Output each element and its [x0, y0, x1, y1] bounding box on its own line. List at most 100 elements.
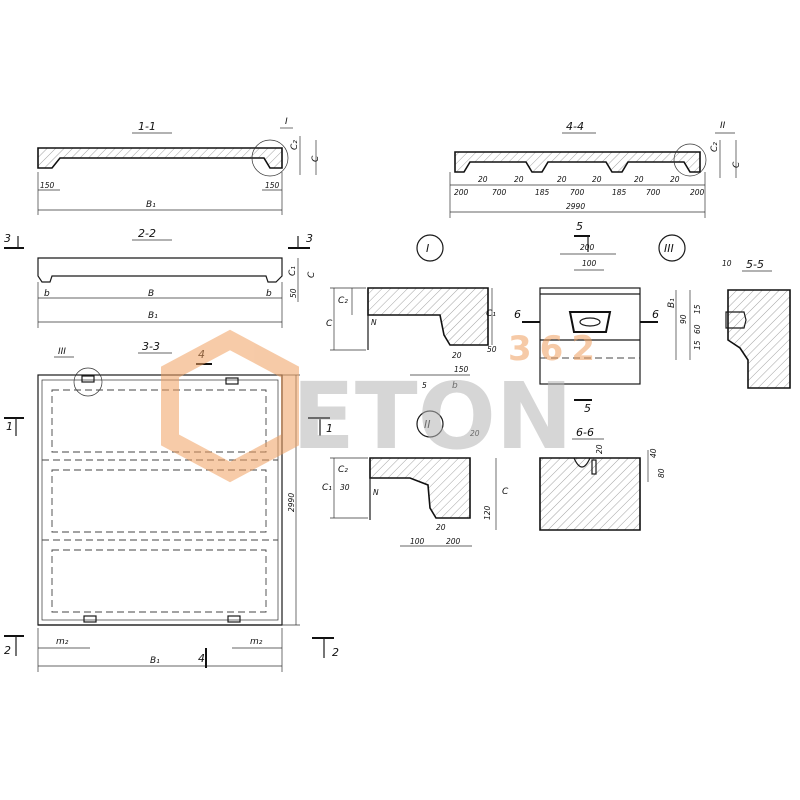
dim-200-center: 200 [580, 243, 595, 252]
cut-4-bottom-label: 4 [198, 652, 205, 665]
dim-30-detail-II: 30 [340, 483, 350, 492]
dim-5-detail-I: 5 [422, 381, 427, 390]
dim-200-a: 200 [454, 188, 469, 197]
dim-20-e: 20 [634, 175, 644, 184]
plan-outline [37, 374, 283, 626]
cut-5-top-label: 5 [576, 220, 583, 233]
cut-1-left-label: 1 [6, 420, 13, 433]
dim-50-2-2: 50 [289, 288, 298, 298]
dim-50-detail-I: 50 [487, 345, 497, 354]
dim-150-right: 150 [265, 181, 280, 190]
dim-20-a: 20 [478, 175, 488, 184]
dim-C1-detail-II: C₁ [322, 483, 332, 493]
dim-10-5-5: 10 [722, 259, 732, 268]
section-6-6: 6-6 20 40 80 [539, 426, 666, 531]
detail-5-5-profile [727, 289, 791, 389]
dim-m2-right: m₂ [250, 637, 263, 647]
dim-C-detail-II: C [502, 487, 509, 497]
slab-profile-1-1 [37, 147, 283, 169]
dim-B1-plan: B₁ [150, 656, 160, 666]
dim-C-4-4: C [732, 161, 742, 168]
dim-2990-plan: 2990 [287, 493, 296, 512]
dim-700-a: 700 [492, 188, 507, 197]
dim-C-1-1: C [311, 155, 321, 162]
break-mark-I: N [371, 318, 377, 327]
dim-200-detail-II: 200 [446, 537, 461, 546]
dim-m2-left: m₂ [56, 637, 69, 647]
dim-C2-detail-II: C₂ [338, 465, 348, 475]
detail-III-circle [73, 367, 103, 397]
callout-III-plan: III [58, 347, 66, 357]
slab-side-2-2 [37, 257, 283, 283]
section-4-4: 4-4 II 200 20 20 700 185 20 20 700 185 2… [449, 120, 742, 218]
lifting-loop-4 [227, 615, 241, 623]
dim-185-a: 185 [535, 188, 550, 197]
dim-90: 90 [679, 314, 688, 324]
dim-20-6-6: 20 [595, 444, 604, 454]
section-1-1: 1-1 I B₁ 150 150 C₂ C [37, 117, 321, 215]
cut-3-left-label: 3 [4, 232, 11, 245]
cut-6-right-label: 6 [652, 308, 659, 321]
section-2-2-title: 2-2 [138, 227, 156, 240]
watermark-sub: 362 [508, 329, 603, 369]
lifting-loop-2 [225, 377, 239, 385]
section-2-2: 2-2 b B b B₁ C₁ C 50 3 3 [4, 227, 317, 328]
detail-center: 5 200 100 6 6 5 [514, 220, 659, 415]
dim-700-c: 700 [646, 188, 661, 197]
dim-120-detail-II: 120 [483, 505, 492, 520]
void-2 [51, 469, 267, 533]
section-4-4-title: 4-4 [566, 120, 584, 133]
dim-40-6-6: 40 [649, 448, 658, 458]
dim-b-right: b [266, 289, 272, 299]
detail-II-profile [369, 457, 471, 519]
section-6-6-title: 6-6 [576, 426, 594, 439]
dim-C1-2-2: C₁ [288, 266, 298, 276]
detail-II-circle [673, 143, 707, 177]
detail-II: II C₁ C₂ 30 20 C 120 20 100 200 N [322, 410, 509, 547]
watermark: ETON 362 [161, 329, 603, 483]
dim-20-c: 20 [557, 175, 567, 184]
dim-20-b: 20 [514, 175, 524, 184]
dim-20-detail-I: 20 [452, 351, 462, 360]
dim-C-detail-I: C [326, 319, 333, 329]
callout-II-label: II [720, 121, 726, 131]
break-mark-II: N [373, 488, 379, 497]
dim-C1-detail-I: C₁ [486, 309, 496, 319]
dim-B1-1-1: B₁ [146, 200, 156, 210]
dim-20-d: 20 [592, 175, 602, 184]
detail-I: I C C₂ C₁ 50 20 150 5 b N [326, 234, 497, 391]
dim-C-2-2: C [307, 271, 317, 278]
dim-20-detail-II-top: 20 [470, 429, 480, 438]
embedded-part [568, 311, 612, 333]
cut-2-right-label: 2 [332, 646, 339, 659]
watermark-brand: ETON [292, 363, 573, 470]
detail-I-circle [251, 139, 289, 177]
dim-60: 60 [693, 324, 702, 334]
lifting-loop-1 [81, 375, 95, 383]
dim-80-6-6: 80 [657, 468, 666, 478]
callout-I-label: I [285, 117, 288, 127]
dim-2990-4-4: 2990 [566, 202, 585, 211]
detail-II-title: II [424, 418, 431, 431]
cut-6-left-label: 6 [514, 308, 521, 321]
dim-20-detail-II-bottom: 20 [436, 523, 446, 532]
dim-b-detail-I: b [452, 381, 458, 391]
watermark-logo-hexagon [161, 329, 299, 483]
section-5-5-title: 5-5 [746, 258, 764, 271]
dim-B1-2-2: B₁ [148, 311, 158, 321]
detail-III-title: III [664, 242, 674, 255]
dim-b-left: b [44, 289, 50, 299]
dim-100-detail-II: 100 [410, 537, 425, 546]
lifting-loop-3 [83, 615, 97, 623]
void-1 [51, 389, 267, 453]
cut-5-bottom-label: 5 [584, 402, 591, 415]
cut-2-left-label: 2 [4, 644, 11, 657]
detail-6-6-profile [539, 457, 641, 531]
section-1-1-title: 1-1 [138, 120, 156, 133]
center-panel [539, 287, 641, 385]
dim-C2-4-4: C₂ [710, 142, 720, 152]
dim-150-left: 150 [40, 181, 55, 190]
dim-200-b: 200 [690, 188, 705, 197]
section-3-3-title: 3-3 [142, 340, 160, 353]
cut-3-right-label: 3 [306, 232, 313, 245]
